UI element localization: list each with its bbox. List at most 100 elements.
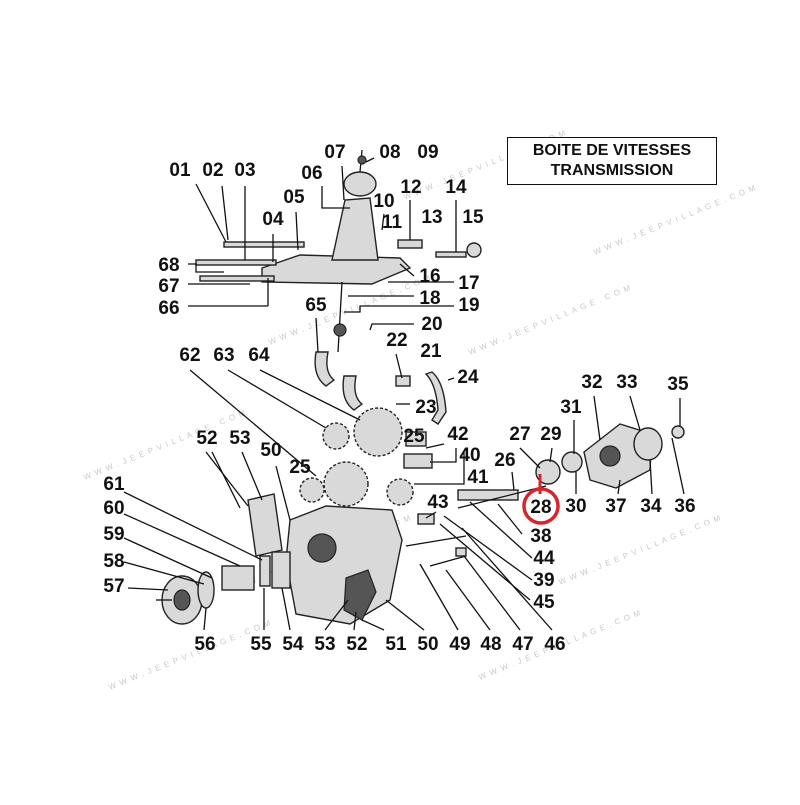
part-label-52-53: 52 (346, 634, 367, 655)
part-label-50-50: 50 (417, 634, 438, 655)
leader-27 (519, 447, 541, 469)
leader-19 (344, 305, 454, 313)
leader-36 (671, 437, 685, 495)
shifter-cover-assembly (195, 149, 482, 353)
part-label-44-43: 44 (533, 548, 555, 569)
shift-cover-plate (261, 254, 412, 285)
part-label-21-20: 21 (420, 341, 442, 362)
leader-61 (123, 491, 263, 561)
part-label-13-12: 13 (421, 207, 442, 228)
leader-07 (341, 165, 345, 201)
part-label-11-10: 11 (382, 212, 403, 233)
part-label-14-13: 14 (445, 177, 467, 198)
part-label-65-67: 65 (305, 295, 327, 316)
shift-knob (357, 155, 367, 165)
input-shaft-assembly (156, 551, 291, 625)
countershaft-gear-small (299, 477, 325, 503)
part-label-35-34: 35 (667, 374, 689, 395)
part-label-26-26: 26 (494, 450, 515, 471)
leader-10 (381, 213, 385, 231)
part-label-32-31: 32 (581, 372, 602, 393)
diagram-title-box: BOITE DE VITESSES TRANSMISSION (507, 137, 717, 185)
leader-57 (127, 587, 169, 591)
part-label-24-23: 24 (457, 367, 479, 388)
part-label-34-33: 34 (640, 496, 662, 517)
leader-20 (369, 323, 414, 331)
part-label-19-18: 19 (458, 295, 479, 316)
case-bore (307, 533, 337, 563)
leader-48 (445, 569, 491, 631)
leader-39 (443, 515, 533, 581)
leader-52c (353, 611, 357, 631)
watermark-4: W W W . J E E P V I L L A G E . C O M (82, 408, 247, 482)
part-label-38-37: 38 (530, 526, 551, 547)
leader-05 (295, 211, 299, 251)
part-label-46-45: 46 (544, 634, 565, 655)
part-label-07-6: 07 (324, 142, 345, 163)
part-label-33-32: 33 (616, 372, 637, 393)
part-label-60-62: 60 (103, 498, 124, 519)
part-label-04-3: 04 (262, 209, 284, 230)
roller-bearing-upper (403, 453, 433, 469)
leader-42 (425, 443, 445, 449)
part-label-06-5: 06 (301, 163, 322, 184)
title-line-1: BOITE DE VITESSES (532, 142, 692, 159)
leader-52a (211, 451, 241, 509)
roller-bearing-lower (405, 431, 427, 447)
adapter-bore (599, 445, 621, 467)
part-label-66-68: 66 (158, 298, 179, 319)
part-label-28-highlighted: 28 (530, 497, 551, 518)
leader-47 (463, 555, 521, 631)
shift-forks (314, 351, 447, 425)
part-label-47-46: 47 (512, 634, 533, 655)
leader-54 (281, 587, 291, 631)
countershaft-gear-large (323, 461, 369, 507)
leader-56 (203, 607, 207, 631)
shift-boot (343, 171, 377, 197)
part-label-22-21: 22 (386, 330, 407, 351)
reverse-idler-gear (386, 478, 414, 506)
leader-08 (365, 157, 375, 163)
leader-01 (195, 183, 227, 243)
reverse-shift-lever (424, 371, 447, 425)
part-label-64-66: 64 (248, 345, 270, 366)
part-label-03-2: 03 (234, 160, 255, 181)
part-label-09-8: 09 (417, 142, 438, 163)
leader-50b (385, 599, 425, 631)
leader-68 (188, 263, 224, 273)
leader-22 (395, 353, 403, 379)
leader-59 (123, 537, 213, 579)
rear-output-assembly (457, 423, 685, 509)
part-label-23-22: 23 (415, 397, 436, 418)
leader-16 (399, 263, 415, 277)
part-label-17-16: 17 (458, 273, 479, 294)
output-bearing (535, 459, 561, 485)
part-label-68-70: 68 (158, 255, 179, 276)
part-label-57-59: 57 (103, 576, 124, 597)
leader-37 (617, 479, 621, 495)
part-label-08-7: 08 (379, 142, 400, 163)
shift-tower (331, 197, 379, 261)
shift-fork-second-third (342, 375, 364, 411)
leader-64 (259, 369, 361, 421)
leader-53a (241, 451, 263, 501)
part-label-53-54: 53 (229, 428, 250, 449)
part-label-48-47: 48 (480, 634, 501, 655)
leader-41 (414, 452, 465, 485)
part-label-36-35: 36 (674, 496, 695, 517)
retainer-bore (173, 589, 191, 611)
part-label-43-42: 43 (427, 492, 448, 513)
leader-43 (425, 511, 437, 519)
leader-29 (549, 447, 553, 463)
leader-lines (123, 157, 685, 631)
flange-nut (671, 425, 685, 439)
part-label-62-64: 62 (179, 345, 200, 366)
leader-50a (275, 465, 291, 521)
leader-26 (511, 471, 515, 491)
part-label-55-57: 55 (250, 634, 272, 655)
lock-plate-tab (455, 547, 467, 557)
leader-34 (649, 459, 653, 495)
watermark-5: W W W . J E E P V I L L A G E . C O M (467, 283, 632, 357)
